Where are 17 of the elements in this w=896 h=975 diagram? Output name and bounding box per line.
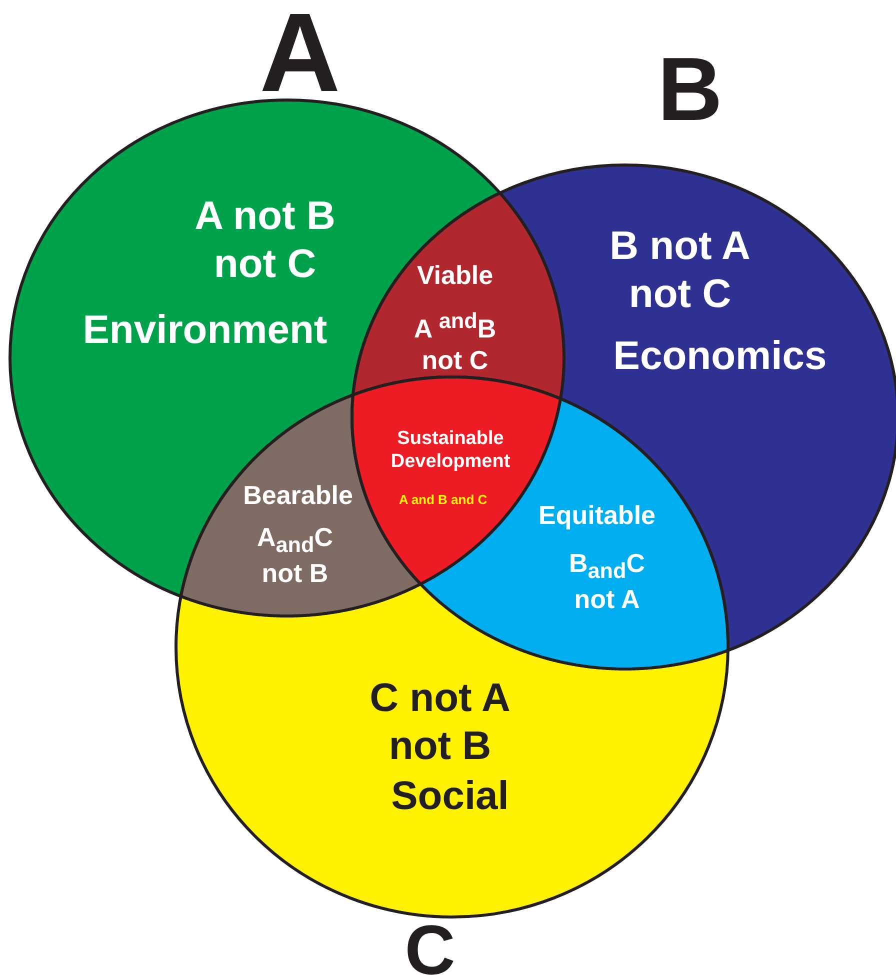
- region-label: A and B and C: [398, 492, 488, 508]
- set-letter: C: [404, 910, 456, 975]
- set-letter: A: [258, 5, 342, 100]
- set-letter: B: [656, 52, 724, 128]
- region-title: Bearable: [242, 480, 354, 512]
- region-label: C not A not B: [368, 675, 512, 770]
- category-label: Environment: [82, 307, 328, 354]
- region-label: A not B not C: [194, 193, 336, 288]
- region-label: B not A not C: [608, 223, 752, 318]
- region-label: B$_{and}$C not A: [568, 548, 646, 616]
- region-label: A$_{and}$C not B: [256, 522, 334, 590]
- category-label: Social: [390, 773, 510, 820]
- region-title: Sustainable Development: [390, 428, 512, 474]
- region-title: Equitable: [537, 500, 656, 532]
- region-title: Viable: [416, 260, 494, 292]
- category-label: Economics: [612, 333, 828, 380]
- region-label: A $^{and}$B not C: [412, 308, 498, 376]
